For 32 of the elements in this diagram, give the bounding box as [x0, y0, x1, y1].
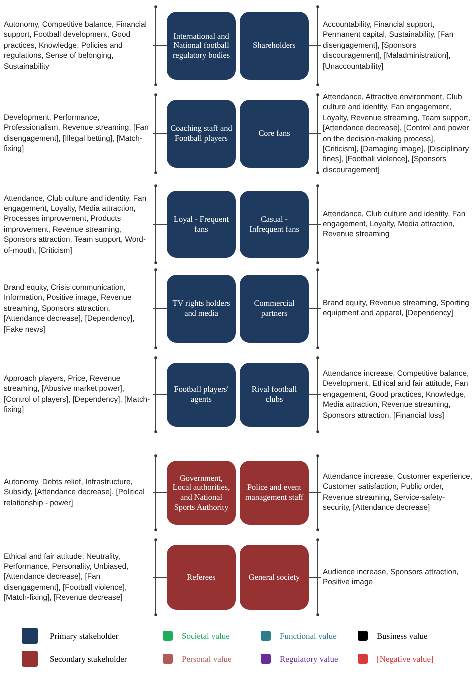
legend-label: [Negative value]	[377, 654, 434, 664]
stakeholder-box: International and National football regulatory bodies	[167, 12, 236, 80]
connector-line	[308, 394, 322, 396]
legend-label: Personal value	[182, 654, 232, 664]
legend-label: Societal value	[182, 631, 230, 641]
legend-label: Primary stakeholder	[50, 631, 119, 641]
stakeholder-box: Casual - Infrequent fans	[240, 191, 309, 258]
stakeholder-box: Rival football clubs	[240, 363, 309, 427]
connector-line	[308, 577, 322, 578]
connector-line	[308, 308, 322, 310]
stakeholder-box: Commercial partners	[240, 275, 309, 343]
stakeholder-box: Shareholders	[240, 12, 309, 80]
stakeholder-box: TV rights holders and media	[167, 275, 236, 343]
connector-line	[152, 577, 168, 578]
stakeholder-box: Police and event management staff	[240, 461, 309, 525]
legend-label: Business value	[377, 631, 428, 641]
stakeholder-box: Government, Local authorities, and National Sports Authority	[167, 461, 236, 525]
stakeholder-box: Coaching staff and Football players	[167, 100, 236, 168]
connector-line	[308, 492, 322, 494]
stakeholder-box: Football players' agents	[167, 363, 236, 427]
stakeholder-box: Referees	[167, 545, 236, 610]
legend-label: Functional value	[280, 631, 337, 641]
legend-label: Regulatory value	[280, 654, 338, 664]
connector-line	[152, 308, 168, 310]
connector-line	[308, 224, 322, 225]
stakeholder-box: Core fans	[240, 100, 309, 168]
stakeholder-box: General society	[240, 545, 309, 610]
connector-line	[152, 492, 168, 494]
connector-line	[152, 394, 168, 396]
legend-label: Secondary stakeholder	[50, 654, 128, 664]
stakeholder-box: Loyal - Frequent fans	[167, 191, 236, 258]
connector-line	[152, 224, 168, 225]
